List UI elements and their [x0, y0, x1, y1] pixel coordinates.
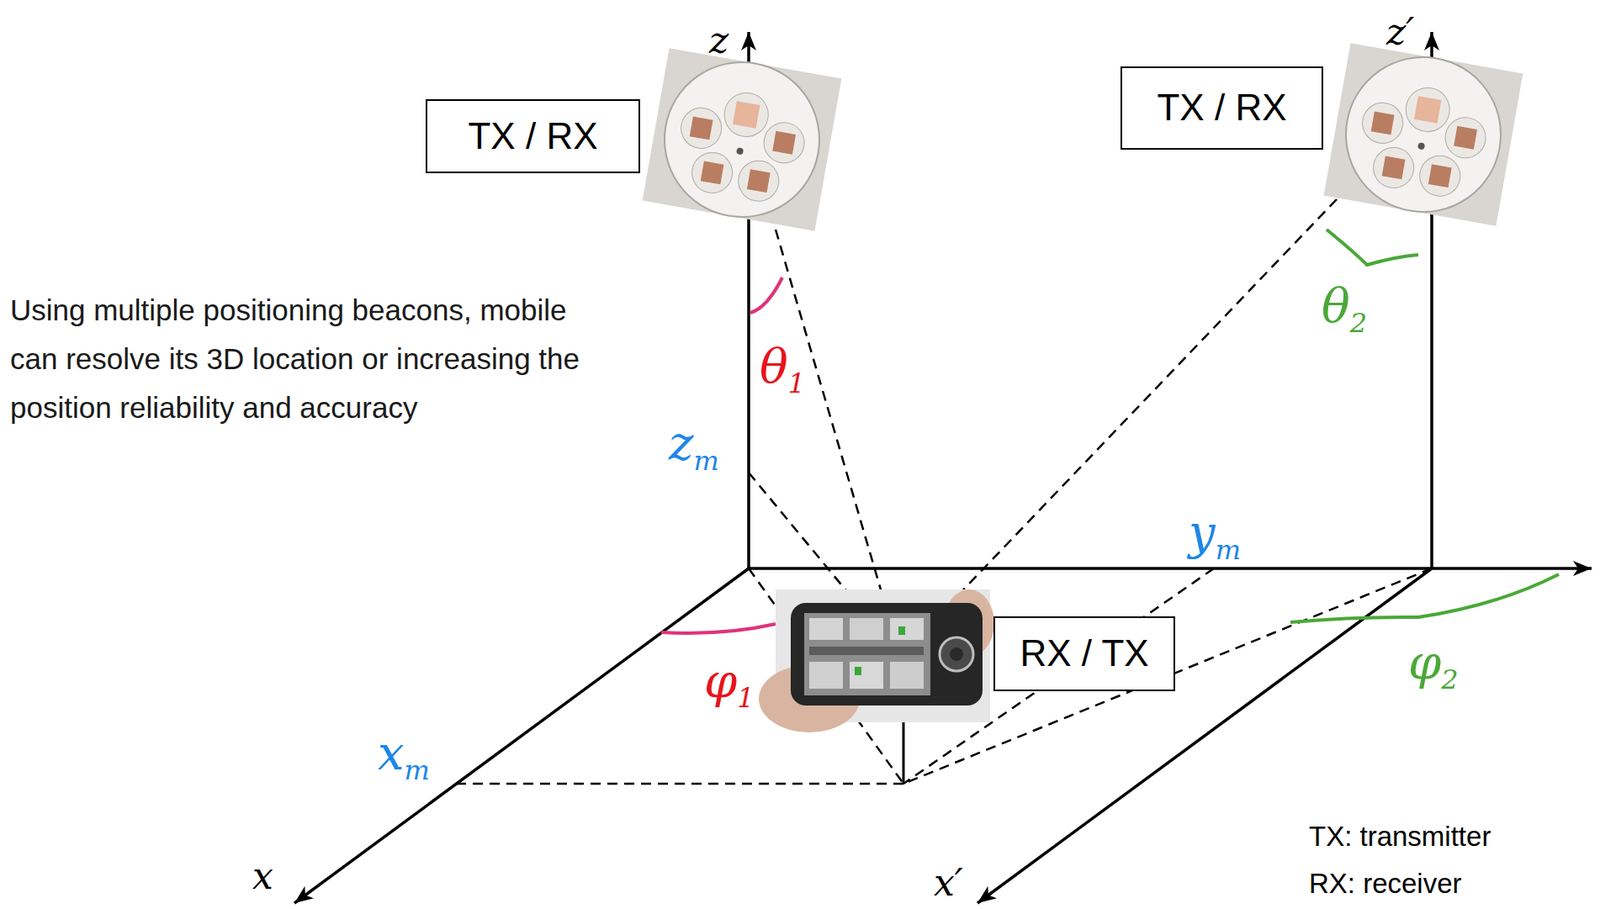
beacon-photo [1324, 42, 1524, 226]
phone-photo [758, 589, 995, 733]
height-line [902, 719, 906, 785]
box-label: TX / RX [467, 116, 598, 157]
variable-label: xm [377, 730, 430, 785]
variable-label: ym [1188, 509, 1241, 564]
axis-label: x′ [933, 864, 964, 902]
key-text: RX: receiver [1308, 869, 1463, 898]
beacon-photo [642, 47, 843, 231]
label-box: TX / RX [425, 99, 641, 174]
variable-label: zm [668, 420, 720, 475]
label-box: TX / RX [1120, 66, 1324, 150]
key-text: TX: transmitter [1308, 822, 1491, 851]
label-box: RX / TX [993, 616, 1176, 692]
note-text: Using multiple positioning beacons, mobi… [10, 286, 599, 433]
angle-arcs [661, 229, 1559, 634]
axis-label: z [709, 21, 729, 59]
variable-label: θ2 [1321, 282, 1367, 337]
axis-label: x [252, 858, 274, 896]
axis-label: z′ [1386, 13, 1415, 51]
axes [294, 31, 1592, 904]
variable-label: φ1 [704, 657, 755, 712]
variable-label: φ2 [1408, 639, 1459, 694]
box-label: RX / TX [1019, 633, 1149, 674]
box-label: TX / RX [1156, 87, 1287, 128]
projection-lines [454, 199, 1432, 785]
variable-label: θ1 [759, 343, 806, 398]
